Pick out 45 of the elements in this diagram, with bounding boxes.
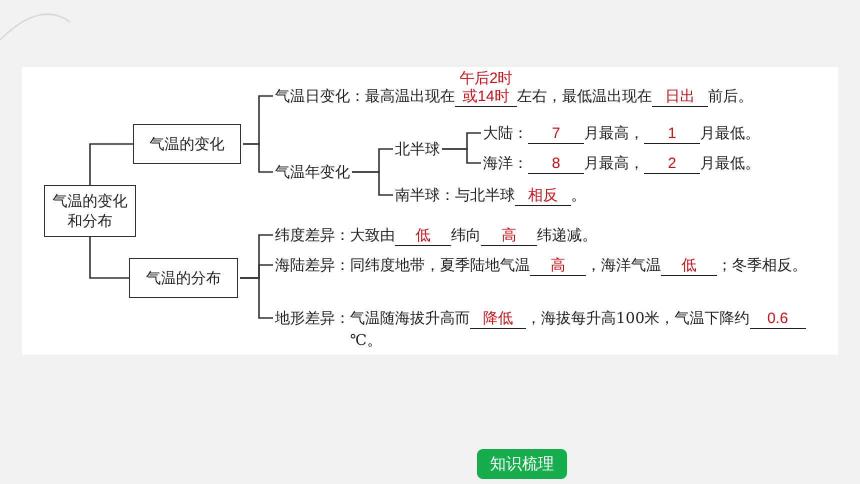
statement-text: 气温日变化：最高温出现在 (275, 87, 455, 105)
statement-text: 月最低。 (700, 124, 760, 142)
statement-text: 。 (571, 186, 586, 204)
connector-line (352, 171, 393, 196)
answer-blank: 午后2时或14时 (455, 70, 517, 107)
statement-text: 纬向 (451, 226, 481, 244)
branch-box: 气温的分布 (129, 258, 238, 298)
answer-blank: 0.6 (750, 310, 806, 329)
statement-text: 前后。 (708, 87, 753, 105)
answer-blank: 高 (481, 227, 537, 246)
statement-text: 海洋： (483, 154, 528, 172)
statement-text: 大陆： (483, 124, 528, 142)
section-tag: 知识梳理 (477, 449, 567, 479)
topic-box: 气温的变化和分布 (44, 185, 136, 237)
answer-blank: 相反 (515, 187, 571, 206)
connector-line (442, 148, 481, 164)
answer-blank: 7 (528, 125, 584, 144)
answer-blank: 降低 (470, 310, 526, 329)
connector-line (89, 237, 129, 279)
statement-text: 北半球 (395, 140, 440, 158)
statement-text: 左右，最低温出现在 (517, 87, 652, 105)
statement-text: 海陆差异：同纬度地带，夏季陆地气温 (275, 256, 530, 274)
answer-blank: 高 (530, 257, 586, 276)
branch-box: 气温的变化 (133, 124, 241, 164)
statement-text: 月最高， (584, 124, 644, 142)
statement-text: 地形差异：气温随海拔升高而 (275, 309, 470, 327)
statement-text: ；冬季相反。 (717, 256, 807, 274)
answer-blank: 1 (644, 125, 700, 144)
answer-blank: 2 (644, 155, 700, 174)
answer-blank: 低 (395, 227, 451, 246)
statement-text: 气温年变化 (275, 163, 350, 181)
connector-line (243, 143, 273, 173)
answer-blank: 日出 (652, 88, 708, 107)
statement-text: ，海洋气温 (586, 256, 661, 274)
connector-line (240, 277, 273, 319)
statement-text: 纬度差异：大致由 (275, 226, 395, 244)
statement-text: 月最低。 (700, 154, 760, 172)
answer-blank: 8 (528, 155, 584, 174)
statement-text: 纬递减。 (537, 226, 597, 244)
statement-text: ℃。 (350, 331, 382, 349)
connector-line (89, 143, 133, 185)
statement-text: 南半球：与北半球 (395, 186, 515, 204)
statement-text: ，海拔每升高100米，气温下降约 (526, 309, 750, 327)
answer-blank: 低 (661, 257, 717, 276)
statement-text: 月最高， (584, 154, 644, 172)
